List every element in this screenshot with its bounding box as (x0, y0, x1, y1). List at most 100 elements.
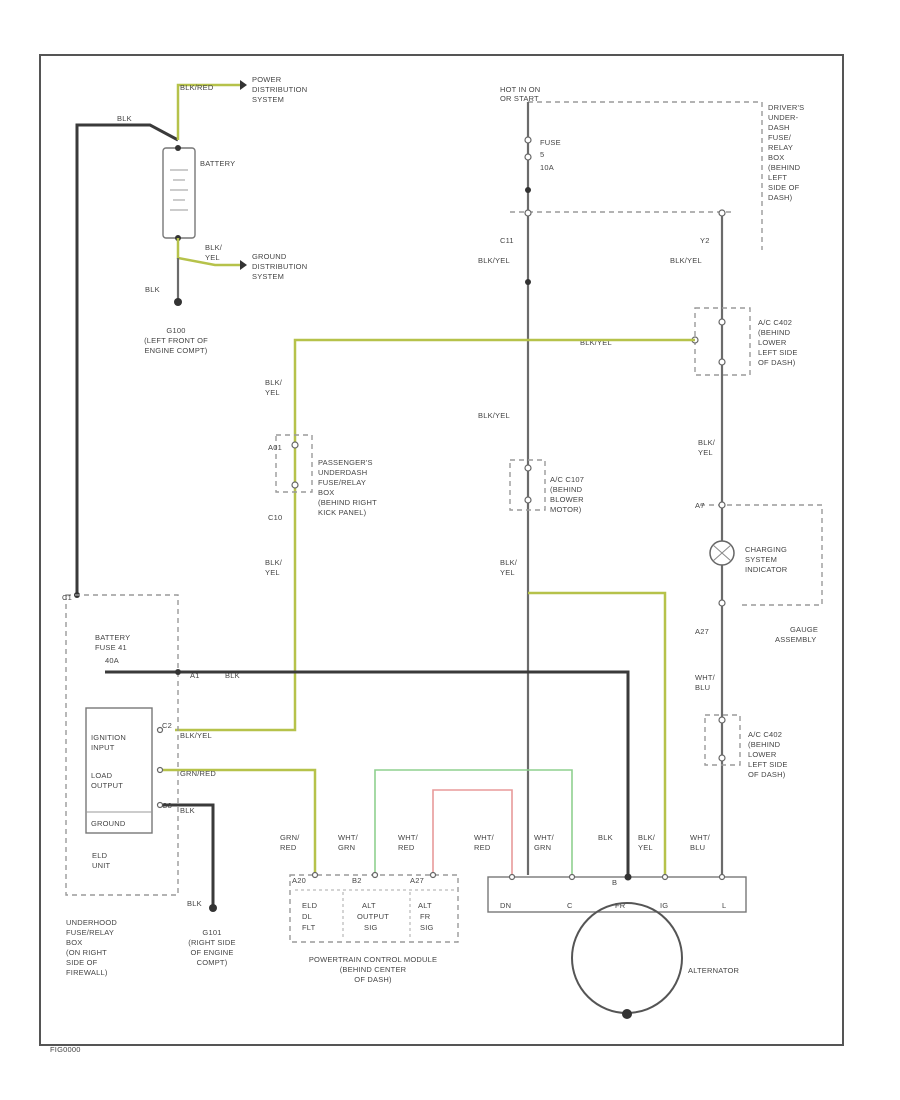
gauge-assembly-label-2: ASSEMBLY (775, 635, 816, 644)
ac-c402-low-label-5: OF DASH) (748, 770, 786, 779)
connector-c11-label: C11 (500, 236, 514, 245)
drivers-box-label-4: FUSE/ (768, 133, 792, 142)
pcm-wire-label-1a: GRN/ (280, 833, 300, 842)
power-distribution-label-3: SYSTEM (252, 95, 284, 104)
underhood-box-label-4: (ON RIGHT (66, 948, 107, 957)
alternator-symbol (571, 902, 683, 1014)
eld-label-input: INPUT (91, 743, 115, 752)
fuse-terminal-bottom (524, 153, 532, 161)
charging-indicator-label-1: CHARGING (745, 545, 787, 554)
wire-blk-main (75, 123, 179, 595)
underhood-box-label-3: BOX (66, 938, 82, 947)
alternator-label: ALTERNATOR (688, 966, 740, 975)
passengers-box-label-1: PASSENGER'S (318, 458, 373, 467)
connector-c2-label: C2 (162, 721, 172, 730)
gauge-assembly-outline (700, 504, 823, 606)
ac-c402-mid-label-4: LEFT SIDE (758, 348, 798, 357)
ac-c402-low-label-2: (BEHIND (748, 740, 781, 749)
gauge-assembly-label-1: GAUGE (790, 625, 818, 634)
battery-section (74, 80, 247, 598)
wire-battery-negative-label-2: YEL (205, 253, 220, 262)
pcm-wire-label-5b: GRN (534, 843, 551, 852)
wire-blk-yel-cross-label: BLK/YEL (580, 338, 612, 347)
wire-wht-blu-right-label-2: BLU (695, 683, 710, 692)
ground-distribution-label-2: DISTRIBUTION (252, 262, 307, 271)
hot-in-on-label-2: OR START (500, 94, 539, 103)
wire-battery-negative-label-1: BLK/ (205, 243, 223, 252)
drivers-box-label-7: (BEHIND (768, 163, 801, 172)
wire-grn-red-eld-label: GRN/RED (180, 769, 216, 778)
pcm-wire-label-8b: BLU (690, 843, 705, 852)
charging-indicator-label-2: SYSTEM (745, 555, 777, 564)
fuse-terminal-top (524, 136, 532, 144)
fuse-amp-label: 40A (105, 656, 119, 665)
eld-label-ground: GROUND (91, 819, 126, 828)
ac-c402-mid-label-5: OF DASH) (758, 358, 796, 367)
wire-wht-grn (374, 769, 573, 875)
alternator-connector (487, 876, 747, 913)
pcm-pin-b2: B2 (352, 876, 362, 885)
wire-split-right-label-1: BLK/ (698, 438, 716, 447)
fuse-label-3: 10A (540, 163, 554, 172)
pcm-cell-2c: SIG (364, 923, 378, 932)
ground-g100-label-3: ENGINE COMPT) (144, 346, 207, 355)
hot-in-on-label-1: HOT IN ON (500, 85, 540, 94)
ac-c107-label-2: (BEHIND (550, 485, 583, 494)
pcm-pin-a27: A27 (410, 876, 424, 885)
drivers-box-label-8: LEFT (768, 173, 787, 182)
ac-c402-mid-label-2: (BEHIND (758, 328, 791, 337)
pcm-name-label-2: (BEHIND CENTER (340, 965, 407, 974)
eld-unit-box (85, 707, 153, 834)
ac-c402-mid-box (694, 307, 751, 376)
figure-code: FIG0000 (50, 1045, 81, 1054)
pcm-wire-label-8a: WHT/ (690, 833, 711, 842)
charging-indicator-label-3: INDICATOR (745, 565, 788, 574)
wire-battery-positive (176, 83, 240, 140)
wire-wht-red (432, 789, 513, 875)
underhood-box-outline (65, 594, 179, 896)
alternator-ground (622, 1009, 632, 1019)
pcm-wire-label-7a: BLK/ (638, 833, 656, 842)
wire-blk-yel-passenger-low-label-2: YEL (265, 568, 280, 577)
pcm-wire-label-2b: GRN (338, 843, 355, 852)
ground-g100-symbol (174, 298, 182, 306)
battery-fuse-label-2: FUSE 41 (95, 643, 127, 652)
wire-wht-blu-right-label-1: WHT/ (695, 673, 716, 682)
eld-unit-label-1: ELD (92, 851, 108, 860)
pcm-box-outline (289, 874, 459, 943)
eld-label-ignition: IGNITION (91, 733, 126, 742)
alt-conn-top-b: B (612, 878, 617, 887)
wire-grn-red-load (160, 768, 317, 875)
passengers-box-label-5: (BEHIND RIGHT (318, 498, 377, 507)
wire-blk-yel-passenger-low-label-1: BLK/ (265, 558, 283, 567)
eld-label-load: LOAD (91, 771, 113, 780)
ground-g101-label-1: G101 (202, 928, 221, 937)
pcm-name-label-1: POWERTRAIN CONTROL MODULE (309, 955, 437, 964)
wire-blk-yel-eld-label: BLK/YEL (180, 731, 212, 740)
connector-y2-label: Y2 (700, 236, 710, 245)
connector-a7-label: A7 (695, 501, 705, 510)
connector-a27-label: A27 (695, 627, 709, 636)
wire-blk-yel-passenger-label-2: YEL (265, 388, 280, 397)
wire-blk-fuse-label: BLK (225, 671, 240, 680)
pcm-wire-label-1b: RED (280, 843, 297, 852)
alt-conn-bottom-c: C (567, 901, 573, 910)
ground-g101-label-4: COMPT) (197, 958, 228, 967)
fuse-label-1: FUSE (540, 138, 561, 147)
battery-label: BATTERY (200, 159, 235, 168)
ground-g101-label-2: (RIGHT SIDE (188, 938, 235, 947)
ground-distribution-label-3: SYSTEM (252, 272, 284, 281)
pcm-wire-label-4b: RED (474, 843, 491, 852)
underhood-box-label-5: SIDE OF (66, 958, 98, 967)
pcm-cell-2b: OUTPUT (357, 912, 389, 921)
pcm-cell-1b: DL (302, 912, 312, 921)
drivers-box-label-1: DRIVER'S (768, 103, 804, 112)
battery-symbol (162, 147, 196, 239)
underhood-box-label-2: FUSE/RELAY (66, 928, 114, 937)
power-distribution-label-2: DISTRIBUTION (252, 85, 307, 94)
wire-blk-yel-ignition (175, 338, 695, 732)
wire-split-left-label-1: BLK/ (500, 558, 518, 567)
wire-split-right-label-2: YEL (698, 448, 713, 457)
alt-conn-bottom-ig: IG (660, 901, 668, 910)
